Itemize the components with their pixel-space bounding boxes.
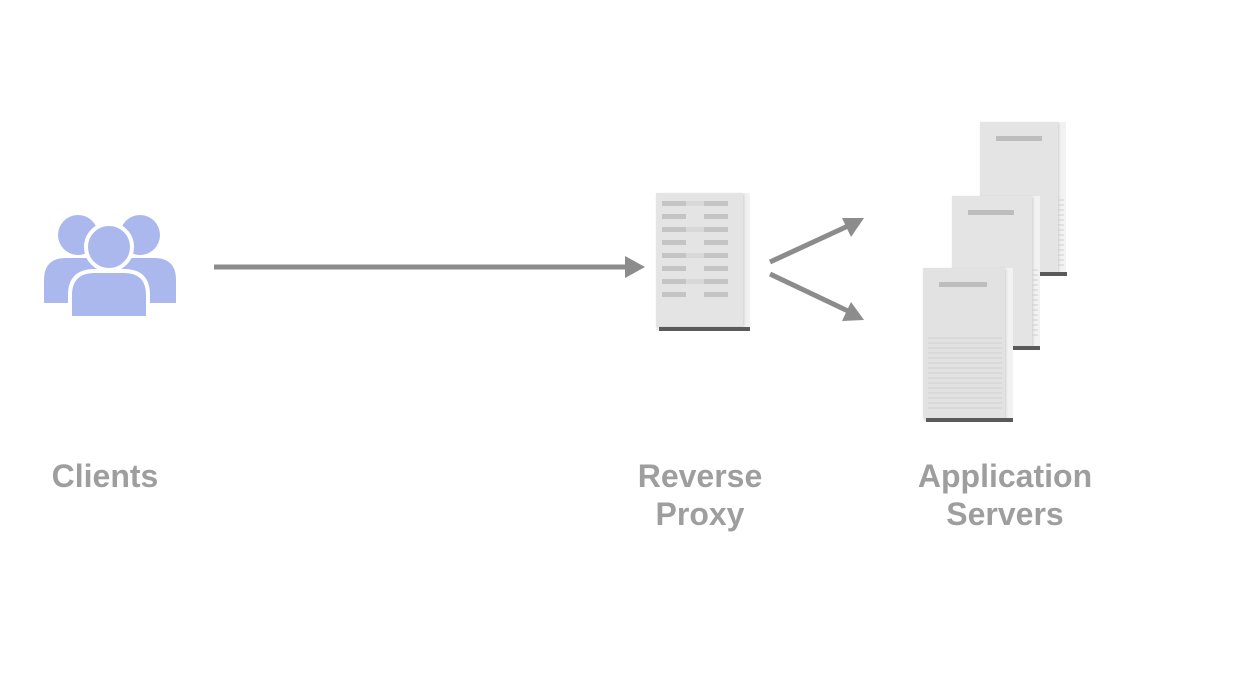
clients-label: Clients	[25, 457, 185, 495]
reverse-proxy-label-line1: Reverse	[637, 458, 763, 494]
application-servers-label: Application Servers	[885, 457, 1125, 533]
users-group-icon	[44, 215, 176, 320]
clients-label-text: Clients	[51, 458, 159, 494]
reverse-proxy-label-line2: Proxy	[655, 496, 745, 532]
arrow-clients-to-proxy	[214, 256, 645, 278]
server-rack-icon	[656, 193, 750, 331]
arrow-proxy-to-servers-lower	[768, 271, 864, 321]
arrow-proxy-to-servers-upper	[768, 218, 864, 265]
reverse-proxy-label: Reverse Proxy	[600, 457, 800, 533]
application-servers-label-line1: Application	[917, 458, 1093, 494]
application-servers-label-line2: Servers	[946, 496, 1064, 532]
server-tower-icon	[923, 122, 1067, 422]
